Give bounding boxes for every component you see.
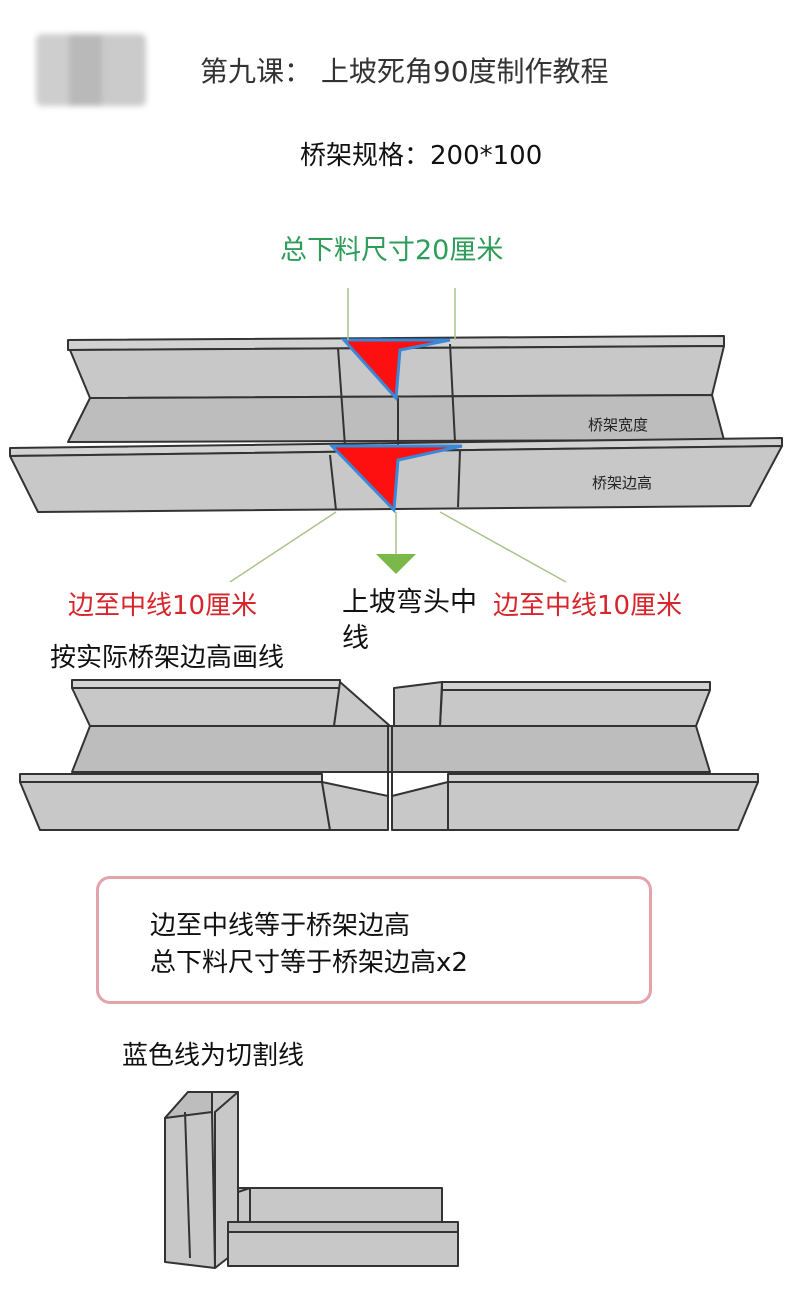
page-title: 第九课： 上坡死角90度制作教程	[200, 55, 609, 88]
bent-tray	[19, 679, 759, 831]
l-bend	[164, 1091, 459, 1269]
leader-line-right	[439, 511, 567, 583]
cut-triangle-bottom	[328, 444, 463, 514]
leader-line-left	[229, 511, 337, 583]
draw-line-instruction: 按实际桥架边高画线	[50, 643, 285, 673]
cut-line-legend: 蓝色线为切割线	[122, 1041, 305, 1071]
tray-height-label: 桥架边高	[592, 474, 653, 492]
edge-to-center-left-label: 边至中线10厘米	[68, 591, 258, 621]
note-line-2: 总下料尺寸等于桥架边高x2	[150, 948, 468, 978]
center-arrow-icon	[376, 554, 416, 574]
tray-spec: 桥架规格：200*100	[300, 141, 543, 171]
note-box	[96, 876, 652, 1004]
edge-to-center-right-label: 边至中线10厘米	[493, 591, 683, 621]
total-cut-label: 总下料尺寸20厘米	[280, 235, 504, 266]
note-line-1: 边至中线等于桥架边高	[150, 911, 411, 941]
slope-elbow-center-label: 上坡弯头中线	[342, 587, 477, 654]
tray-width-label: 桥架宽度	[588, 416, 649, 434]
cut-triangle-top	[340, 338, 451, 402]
blurred-avatar	[36, 34, 146, 106]
